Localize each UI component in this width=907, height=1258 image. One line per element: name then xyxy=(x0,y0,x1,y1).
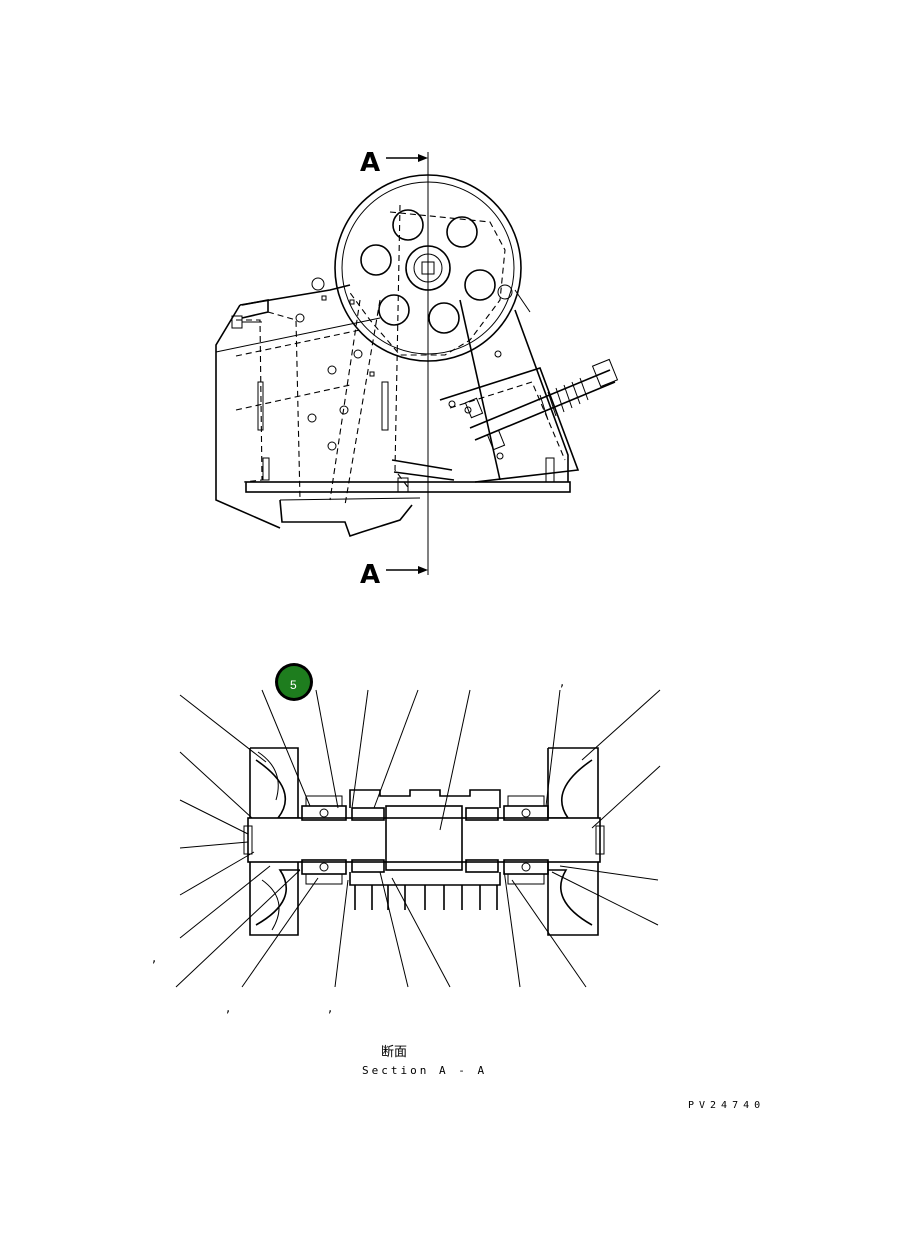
section-arrowhead-bottom xyxy=(418,566,428,574)
hub-key xyxy=(421,261,435,275)
lug xyxy=(311,277,325,291)
spoke-hole xyxy=(428,302,460,334)
callout-badge[interactable]: 5 xyxy=(275,663,313,701)
section-title-en: Section A - A xyxy=(362,1064,487,1077)
spoke-hole xyxy=(392,209,424,241)
bearing-right xyxy=(465,795,549,885)
leader-lines xyxy=(175,689,661,988)
stray-comma: , xyxy=(226,1001,230,1016)
flywheel-hub xyxy=(405,245,451,291)
spoke-hole xyxy=(446,216,478,248)
section-title-jp: 断面 xyxy=(381,1045,407,1060)
eccentric-shaft xyxy=(247,817,601,863)
tension-rod-assembly xyxy=(391,358,619,493)
spoke-hole xyxy=(360,244,392,276)
section-label-top: A xyxy=(360,148,380,178)
flywheel-hub-inner xyxy=(413,253,443,283)
spoke-hole xyxy=(464,269,496,301)
lug xyxy=(497,284,513,300)
drawing-code: PV24740 xyxy=(688,1100,765,1111)
shaft-center-hub xyxy=(385,805,463,871)
left-flywheel xyxy=(249,747,299,936)
side-elevation-view: A A xyxy=(215,148,619,590)
callout-badge-label: 5 xyxy=(290,678,297,692)
section-view: , , , , 5 断面 Section A - A PV24740 xyxy=(152,663,765,1111)
pitman-ribs xyxy=(354,885,498,910)
flywheel-outer xyxy=(334,174,522,362)
callout-badge-fill xyxy=(278,666,310,698)
section-label-bottom: A xyxy=(360,560,380,590)
section-arrowhead-top xyxy=(418,154,428,162)
stray-comma: , xyxy=(152,951,156,966)
frame-bolts xyxy=(295,295,502,451)
bearing-left xyxy=(301,795,385,885)
stray-comma: , xyxy=(328,1001,332,1016)
spoke-hole xyxy=(378,294,410,326)
flywheel-rim xyxy=(341,181,515,355)
stray-comma: , xyxy=(560,675,564,690)
